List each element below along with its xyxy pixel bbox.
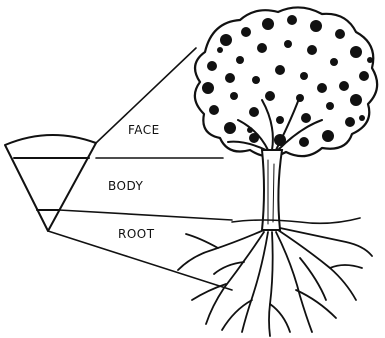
connector-body-root (59, 210, 232, 220)
label-face: FACE (128, 123, 160, 137)
label-body: BODY (108, 179, 144, 193)
tree-crown (195, 7, 377, 156)
cone-outline (5, 135, 96, 231)
ground-line (232, 218, 360, 223)
tree-trunk (262, 150, 282, 230)
label-root: ROOT (118, 227, 155, 241)
crown-outline (195, 7, 377, 156)
cone-cross-section (5, 135, 96, 231)
